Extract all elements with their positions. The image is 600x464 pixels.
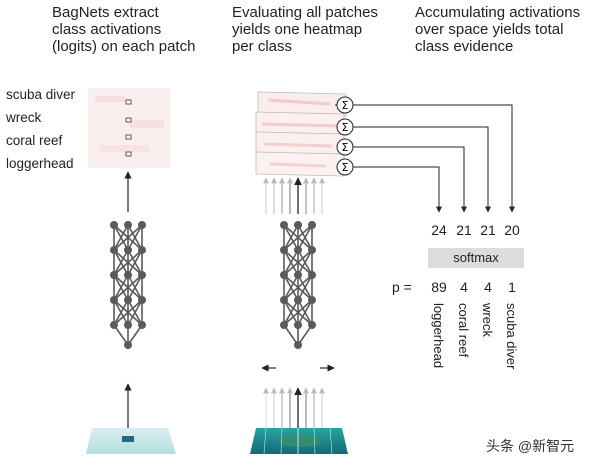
input-patch-image-1: [86, 428, 176, 454]
connector-scuba-diver: [353, 104, 515, 213]
bagnet-network-2: [279, 221, 317, 349]
class-label-scuba-diver: scuba diver: [6, 87, 76, 102]
softmax-box: softmax: [428, 248, 524, 268]
patch-arrows-bottom: [263, 387, 325, 428]
prob-class-loggerhead: loggerhead: [431, 303, 446, 369]
connector-coral-reef: [353, 146, 467, 213]
logit-cell-coral-reef: [125, 134, 132, 140]
logit-wreck: 21: [480, 222, 496, 238]
class-heatmap-stack: [255, 91, 347, 177]
class-label-wreck: wreck: [6, 110, 42, 125]
sum-node-scuba-diver: [335, 96, 354, 114]
prob-scuba-diver: 1: [508, 279, 516, 295]
watermark: 头条 @新智元: [486, 438, 575, 454]
logit-cell-scuba-diver: [125, 99, 132, 105]
prob-class-wreck: wreck: [480, 303, 495, 337]
connector-wreck: [353, 126, 491, 213]
sum-icon: Σ: [342, 99, 349, 112]
class-label-loggerhead: loggerhead: [6, 156, 74, 171]
logit-loggerhead: 24: [431, 222, 447, 238]
sum-icon: Σ: [342, 161, 349, 174]
prob-loggerhead: 89: [431, 279, 447, 295]
patch-logit-map: [88, 88, 170, 168]
p-label: p =: [392, 279, 412, 295]
heatmap-scuba-diver: [257, 91, 347, 117]
logit-scuba-diver: 20: [504, 222, 520, 238]
prob-class-coral-reef: coral reef: [456, 303, 471, 358]
class-label-coral-reef: coral reef: [6, 133, 63, 148]
patch-arrows-top: [263, 177, 325, 214]
prob-wreck: 4: [484, 279, 492, 295]
prob-coral-reef: 4: [460, 279, 468, 295]
prob-class-scuba-diver: scuba diver: [504, 303, 519, 370]
connector-loggerhead: [353, 166, 442, 213]
input-image-sea: [250, 427, 348, 455]
logit-cell-wreck: [125, 117, 132, 123]
sum-icon: Σ: [342, 121, 349, 134]
caption-extract: BagNets extract class activations (logit…: [52, 4, 196, 55]
bagnet-network-1: [110, 221, 147, 349]
logit-cell-loggerhead: [125, 151, 132, 157]
sum-icon: Σ: [342, 141, 349, 154]
logit-coral-reef: 21: [456, 222, 472, 238]
caption-accumulate: Accumulating activations over space yiel…: [415, 4, 581, 55]
caption-evaluate: Evaluating all patches yields one heatma…: [232, 4, 378, 55]
